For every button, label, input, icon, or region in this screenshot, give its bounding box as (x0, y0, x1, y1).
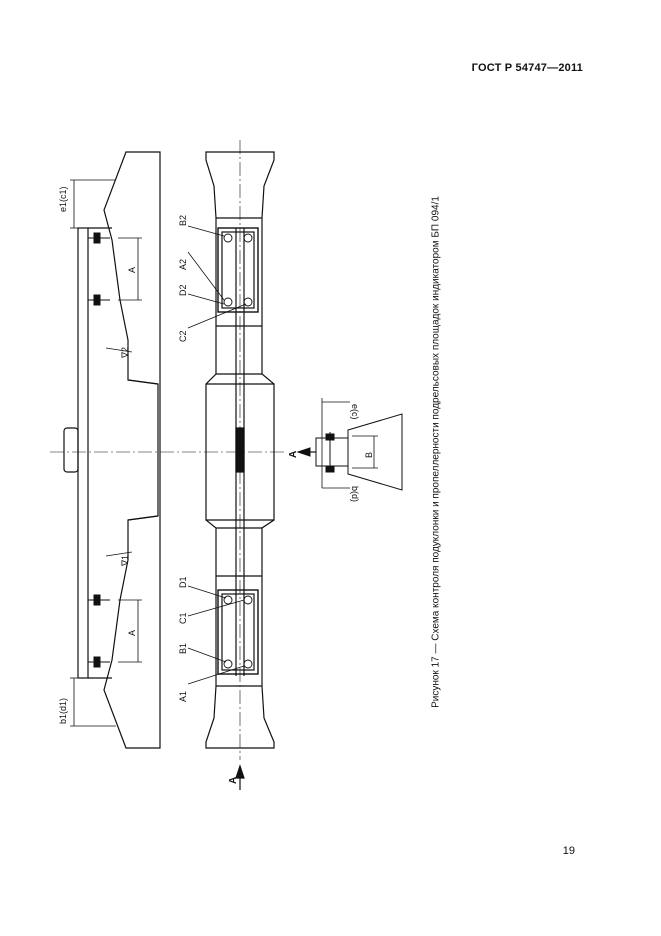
label-A-lower: A (127, 630, 137, 636)
label-arrow-A-bottom: A (228, 777, 239, 784)
label-nabla1: ∇1 (120, 555, 130, 567)
label-ec-detail: e(c) (350, 404, 360, 420)
pad-lower (217, 589, 259, 675)
sleeper-side-outline (103, 151, 161, 749)
label-bd-detail: b(d) (350, 486, 360, 502)
label-arrow-A-detail: A (288, 451, 299, 458)
detail-view-a (296, 398, 403, 491)
label-B1: B1 (178, 643, 188, 654)
label-C1: C1 (178, 612, 188, 624)
label-A2: A2 (178, 259, 188, 270)
label-A-upper: A (127, 267, 137, 273)
figure-caption: Рисунок 17 — Схема контроля подуклонки и… (430, 196, 442, 708)
pad-upper (217, 227, 259, 313)
indicator-bar (77, 227, 89, 679)
label-b1d1: b1(d1) (58, 698, 68, 724)
indicator-handle (63, 427, 79, 473)
label-D2: D2 (178, 284, 188, 296)
label-A1: A1 (178, 691, 188, 702)
label-nabla2: ∇2 (120, 347, 130, 359)
label-B-detail: B (364, 452, 374, 458)
sleeper-plan-outline (205, 151, 275, 749)
document-header: ГОСТ Р 54747—2011 (471, 62, 583, 74)
label-C2: C2 (178, 330, 188, 342)
label-D1: D1 (178, 576, 188, 588)
label-B2: B2 (178, 215, 188, 226)
label-e1c1: e1(c1) (58, 186, 68, 212)
page-number: 19 (562, 845, 575, 857)
